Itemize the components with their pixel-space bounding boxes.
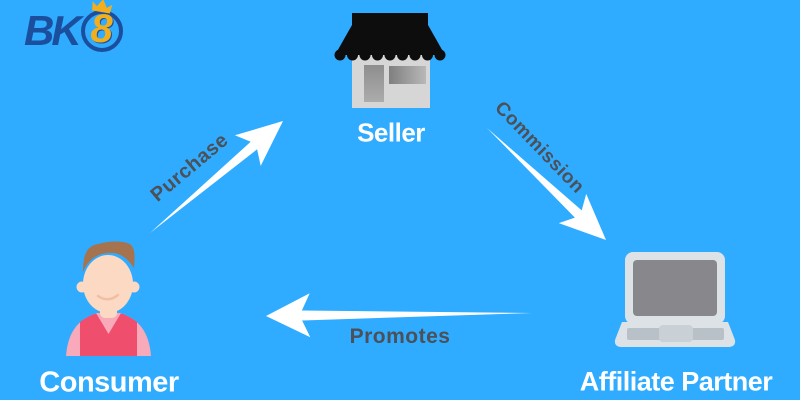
bk8-logo: BK 8: [24, 0, 123, 56]
store-door: [364, 65, 384, 102]
cycle-arrows: [150, 121, 606, 338]
laptop-trackpad: [659, 325, 693, 342]
person-icon: [66, 241, 151, 356]
person-smile: [96, 293, 120, 301]
person-collar: [96, 313, 121, 334]
store-awning-top: [352, 13, 428, 27]
promotes-arrow-label: Promotes: [349, 325, 451, 348]
store-awning: [335, 25, 445, 55]
person-face: [83, 255, 133, 313]
store-window: [389, 66, 426, 84]
promotes-arrow: [266, 293, 532, 338]
laptop-display: [633, 260, 717, 316]
purchase-arrow: [150, 121, 283, 233]
affiliate-partner-label: Affiliate Partner: [579, 366, 773, 397]
commission-arrow: [487, 128, 606, 240]
seller-label: Seller: [357, 117, 425, 148]
store-awning-scallops: [334, 49, 446, 61]
logo-eight-badge: 8: [80, 0, 123, 52]
person-shirt: [80, 313, 137, 356]
store-icon: [334, 13, 446, 108]
crown-icon: [91, 0, 113, 14]
person-hair: [83, 241, 135, 272]
logo-eight-text: 8: [90, 7, 113, 51]
consumer-label: Consumer: [39, 366, 179, 399]
logo-bk-text: BK: [24, 7, 82, 54]
laptop-icon: [614, 252, 736, 347]
